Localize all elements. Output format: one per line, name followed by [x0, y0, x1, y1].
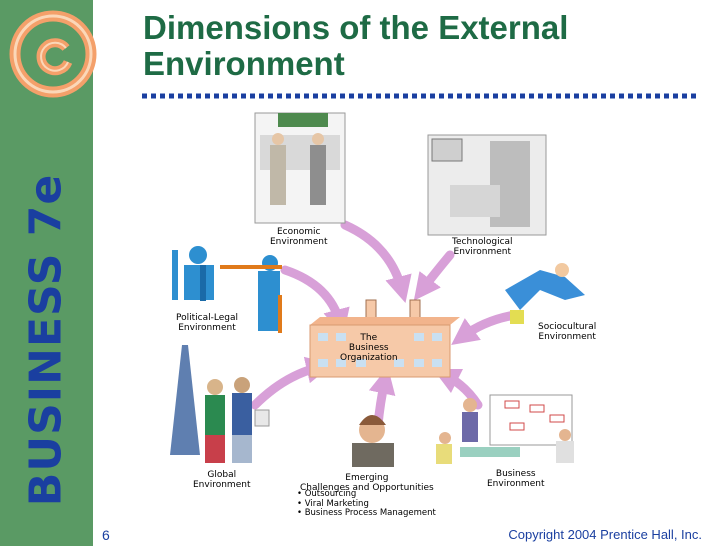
arrow-technological	[413, 250, 455, 301]
emerging-bullets: Outsourcing Viral Marketing Business Pro…	[297, 489, 436, 519]
technological-illustration	[427, 134, 547, 236]
bullet-item: Outsourcing	[297, 489, 436, 500]
bullet-item: Viral Marketing	[297, 499, 436, 510]
arrow-political	[280, 265, 350, 337]
title-line-2: Environment	[143, 45, 345, 82]
logo-at-icon	[9, 10, 97, 98]
environment-diagram	[170, 112, 585, 467]
global-label: Global Environment	[193, 470, 251, 490]
center-label: The Business Organization	[340, 333, 398, 363]
slide-title: Dimensions of the External Environment	[143, 10, 703, 82]
business-illustration	[436, 394, 574, 464]
political-legal-illustration	[172, 246, 282, 333]
emerging-illustration	[352, 415, 394, 467]
economic-illustration	[254, 112, 346, 224]
dotted-divider	[142, 93, 698, 99]
political-legal-label: Political-Legal Environment	[176, 313, 238, 333]
sociocultural-label: Sociocultural Environment	[538, 322, 597, 342]
title-line-1: Dimensions of the External	[143, 9, 569, 46]
bullet-item: Business Process Management	[297, 508, 436, 519]
business-label: Business Environment	[487, 469, 545, 489]
economic-label: Economic Environment	[270, 227, 328, 247]
copyright: Copyright 2004 Prentice Hall, Inc.	[508, 527, 702, 542]
business-organization-building	[309, 299, 460, 378]
sociocultural-illustration	[505, 263, 585, 324]
technological-label: Technological Environment	[452, 237, 513, 257]
page-number: 6	[102, 527, 110, 543]
arrow-sociocultural	[451, 310, 520, 346]
emerging-label: Emerging Challenges and Opportunities	[300, 473, 434, 493]
arrow-economic	[340, 220, 412, 304]
brand-vertical: BUSINESS 7e	[20, 173, 72, 507]
global-illustration	[170, 345, 270, 463]
